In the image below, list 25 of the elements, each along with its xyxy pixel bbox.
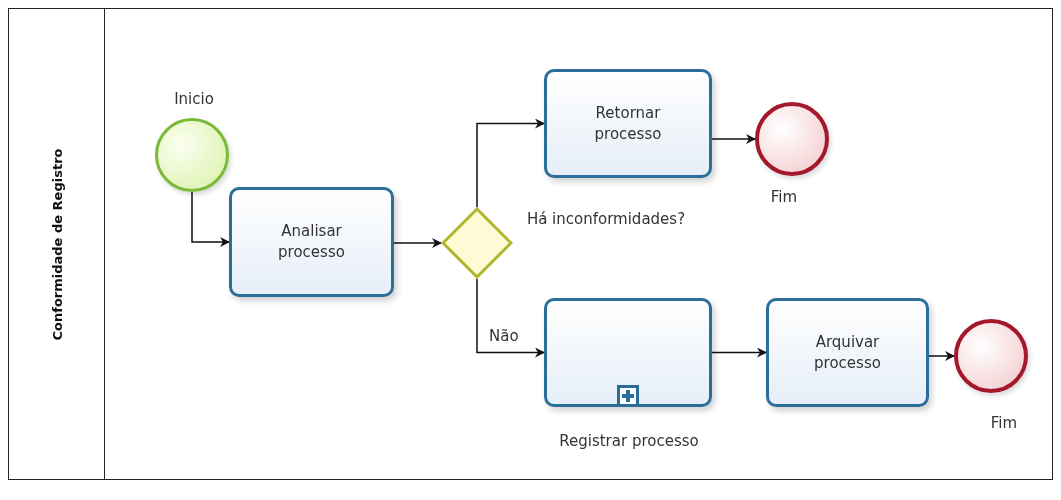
arrow [711, 347, 767, 358]
subprocess-box [544, 298, 712, 407]
task-box [766, 298, 929, 407]
event-label: Fim [989, 413, 1019, 434]
arrow [711, 134, 756, 144]
swimlane [8, 8, 1053, 480]
task-label: Retornar processo [593, 102, 663, 145]
arrow [476, 118, 545, 208]
event-label: Registrar processo [558, 431, 700, 452]
task-box [544, 69, 712, 178]
end-event-circle [954, 319, 1028, 393]
arrow [476, 278, 545, 358]
event-label: Há inconformidades? [525, 209, 687, 230]
task-label: Analisar processo [277, 221, 346, 263]
task-label: Arquivar processo [813, 331, 882, 374]
start-event-circle [155, 118, 229, 192]
arrow [393, 238, 442, 248]
arrow [191, 191, 230, 247]
event-label: Fim [769, 187, 799, 208]
gateway-diamond [441, 207, 513, 279]
end-event-circle [755, 102, 829, 176]
arrow [928, 351, 955, 361]
task-box [229, 187, 394, 297]
event-label: Inicio [173, 89, 215, 110]
lane-title: Conformidade de Registro [49, 148, 64, 340]
